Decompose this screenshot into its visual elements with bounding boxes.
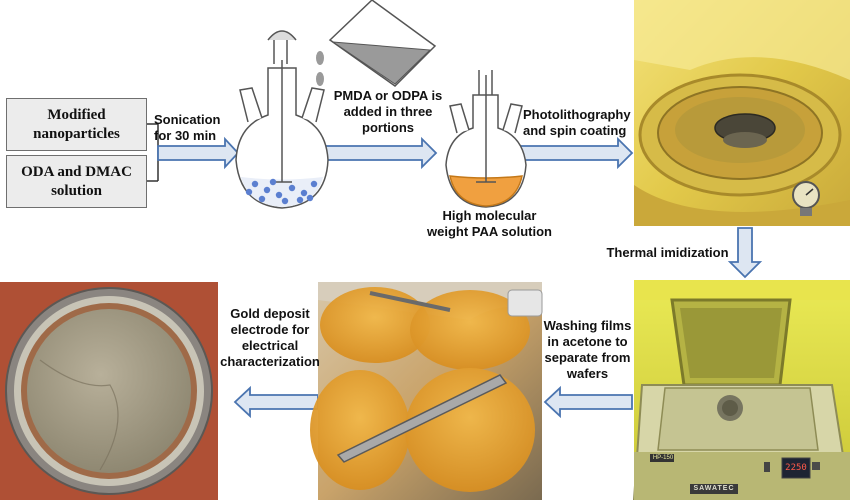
input-box-oda-dmac: ODA and DMAC solution [6, 155, 147, 208]
arrow-1 [157, 136, 240, 170]
brand-badge [690, 484, 738, 494]
label-washing: Washing films in acetone to separate fro… [540, 318, 635, 382]
process-arrows [157, 136, 763, 419]
arrow-3 [519, 136, 634, 170]
label-line: Gold deposit [230, 306, 310, 321]
hotplate-model-label: HP-150 [652, 455, 674, 461]
gold-electrode-photo [0, 282, 218, 500]
arrow-2 [324, 136, 438, 170]
label-line: Sonication [154, 112, 221, 127]
label-line: in acetone to [547, 334, 628, 349]
label-line: and spin coating [523, 123, 627, 138]
label-line: wafers [566, 366, 609, 381]
label-line: Photolithography [523, 107, 631, 122]
label-line: High molecular [442, 208, 537, 223]
spin-coater-photo [634, 0, 850, 226]
label-line: added in three [343, 104, 433, 119]
box-line: nanoparticles [33, 125, 120, 142]
powder-dispenser-icon [316, 0, 437, 87]
label-line: portions [362, 120, 414, 135]
label-lithography: Photolithography and spin coating [523, 107, 635, 139]
label-line: Thermal imidization [606, 245, 729, 260]
box-line: Modified [47, 106, 106, 123]
label-line: for 30 min [154, 128, 217, 143]
arrow-down [727, 227, 763, 279]
box-line: solution [51, 182, 102, 199]
label-line: electrical [241, 338, 299, 353]
model-badge [650, 454, 674, 462]
hot-plate-photo [632, 280, 850, 500]
arrow-left-1 [543, 385, 633, 419]
label-line: characterization [220, 354, 320, 369]
input-box-nanoparticles: Modified nanoparticles [6, 98, 147, 151]
nanoparticles-dots [245, 178, 318, 205]
box-line: ODA and DMAC [21, 163, 132, 180]
flask-2-icon [445, 70, 527, 208]
label-line: separate from [544, 350, 631, 365]
label-line: PMDA or ODPA is [333, 88, 443, 103]
label-paa-solution: High molecular weight PAA solution [422, 208, 557, 240]
label-gold-deposit: Gold deposit electrode for electrical ch… [218, 306, 322, 370]
polyimide-films-photo [310, 282, 543, 500]
hotplate-display-readout: 2250 [785, 463, 807, 473]
label-line: electrode for [230, 322, 310, 337]
label-imidization: Thermal imidization [600, 245, 735, 261]
label-line: weight PAA solution [427, 224, 552, 239]
label-sonication: Sonication for 30 min [154, 112, 239, 144]
label-addition: PMDA or ODPA is added in three portions [326, 88, 450, 136]
hotplate-brand-label: SAWATEC [693, 485, 735, 492]
arrow-left-2 [233, 385, 319, 419]
label-line: Washing films [543, 318, 632, 333]
